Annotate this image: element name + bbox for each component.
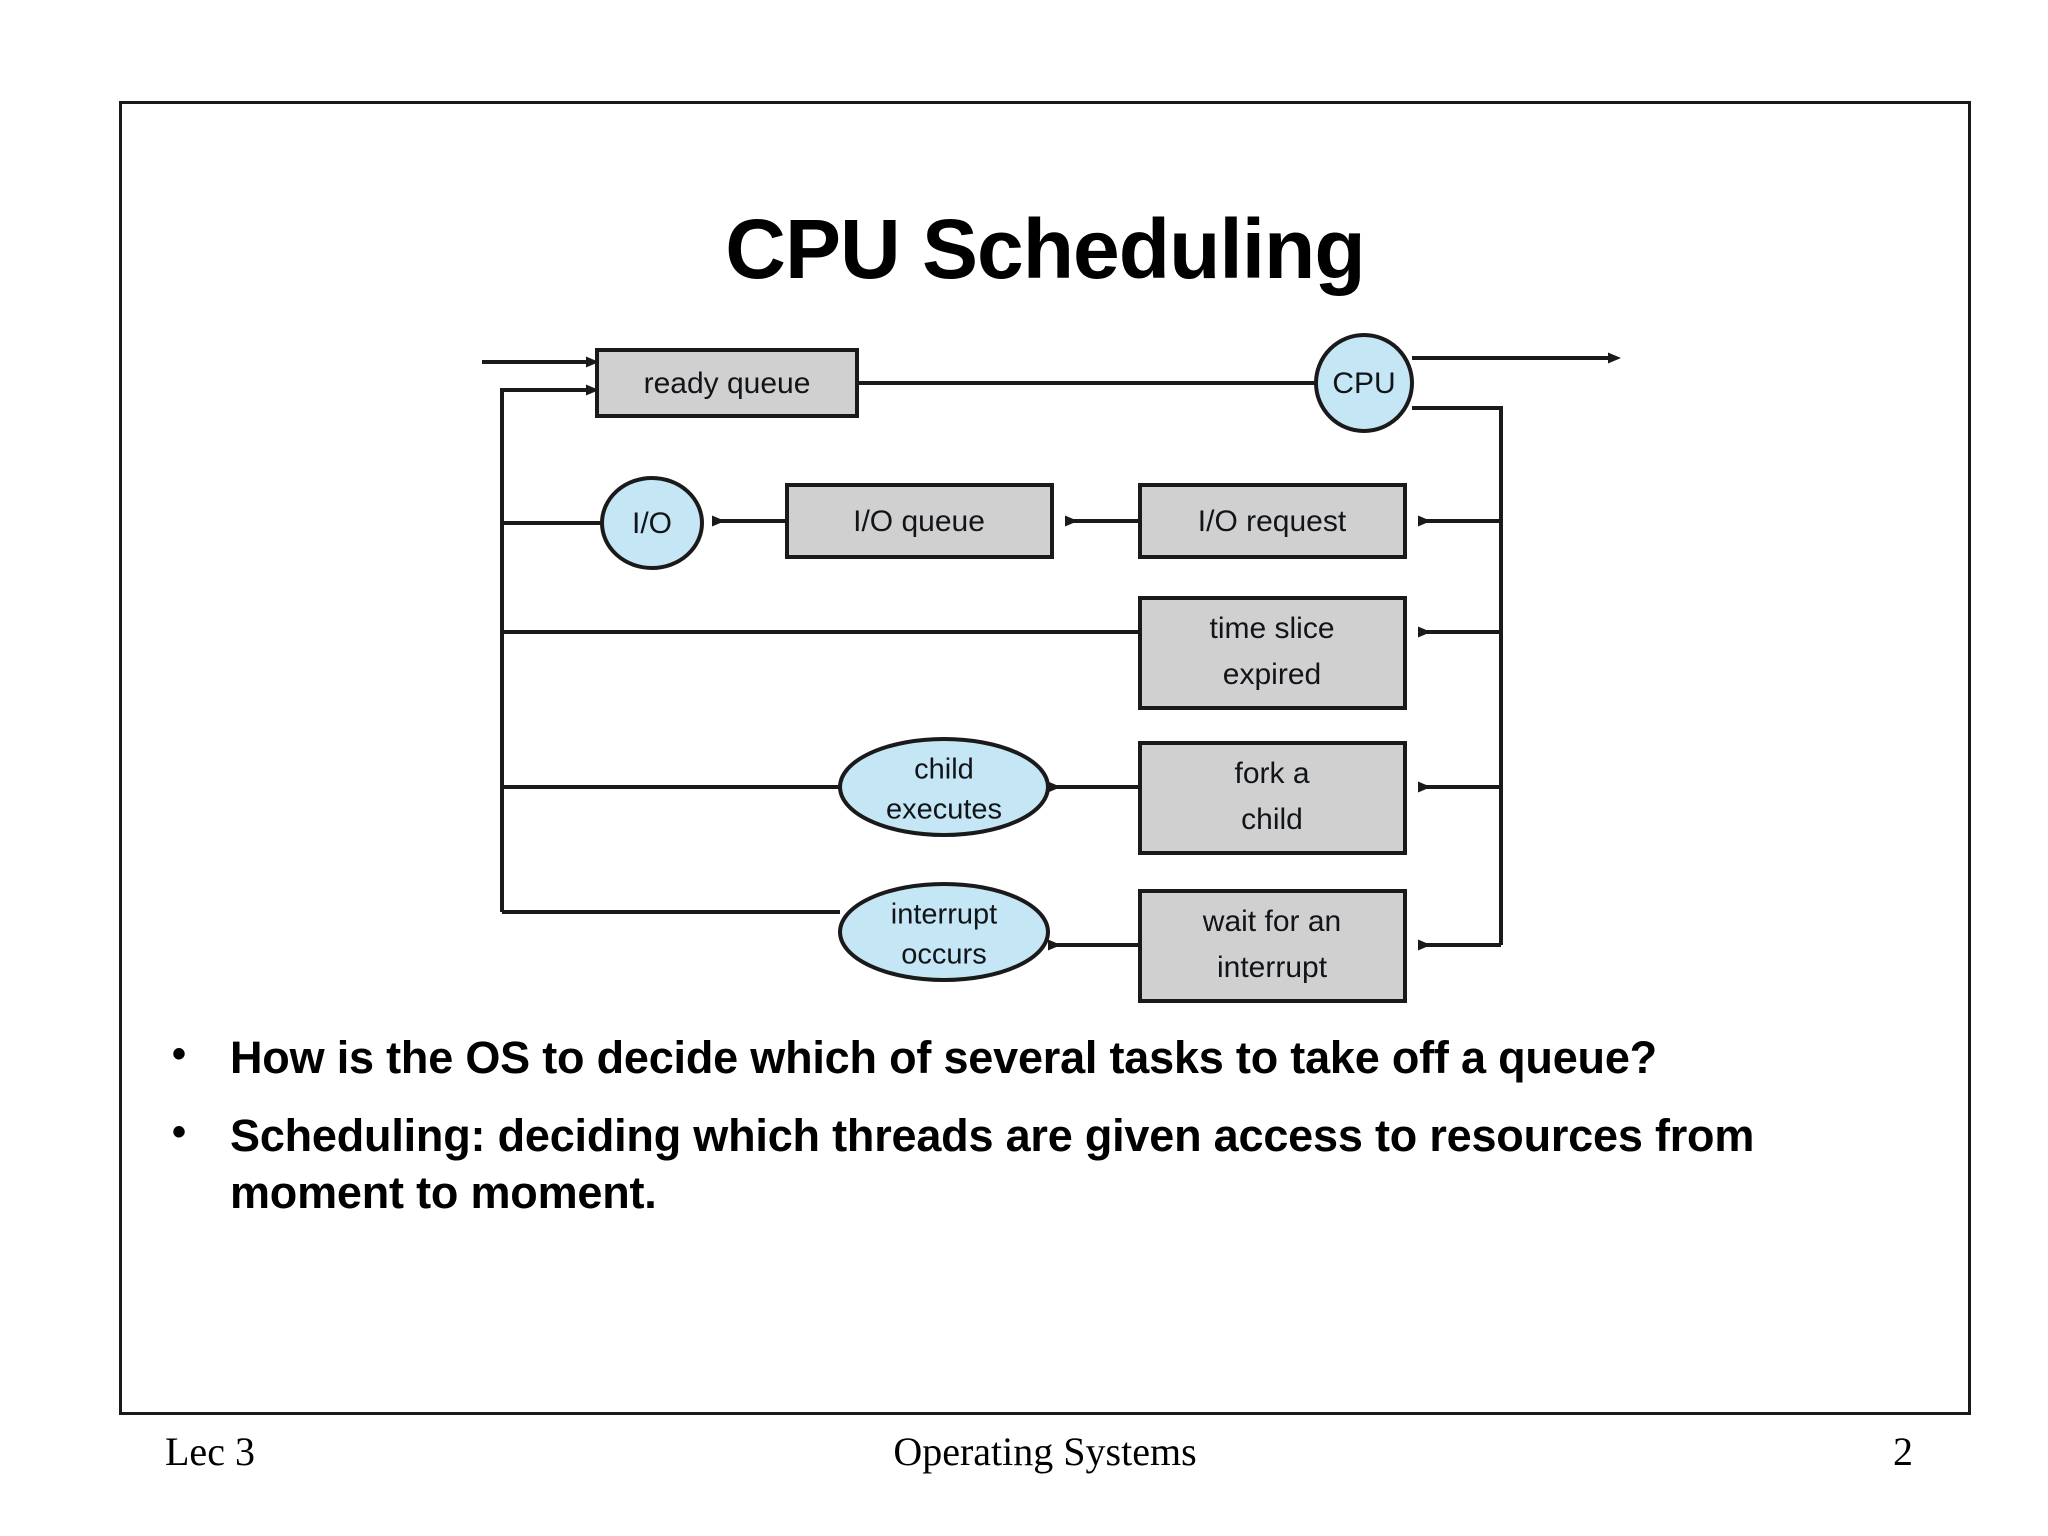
bullet-marker: • [172, 1110, 187, 1155]
slide-border [119, 101, 1971, 1415]
footer-course-title: Operating Systems [893, 1429, 1197, 1474]
bullet-list: • How is the OS to decide which of sever… [168, 1030, 1928, 1243]
footer: Lec 3 Operating Systems 2 [119, 1428, 1971, 1508]
bullet-text: Scheduling: deciding which threads are g… [230, 1110, 1755, 1218]
list-item: • Scheduling: deciding which threads are… [168, 1108, 1928, 1221]
bullet-marker: • [172, 1032, 187, 1076]
page-title: CPU Scheduling [725, 202, 1365, 296]
bullet-text: How is the OS to decide which of several… [230, 1032, 1657, 1083]
page-number: 2 [1893, 1429, 1913, 1474]
list-item: • How is the OS to decide which of sever… [168, 1030, 1928, 1086]
footer-lecture-label: Lec 3 [165, 1429, 255, 1474]
